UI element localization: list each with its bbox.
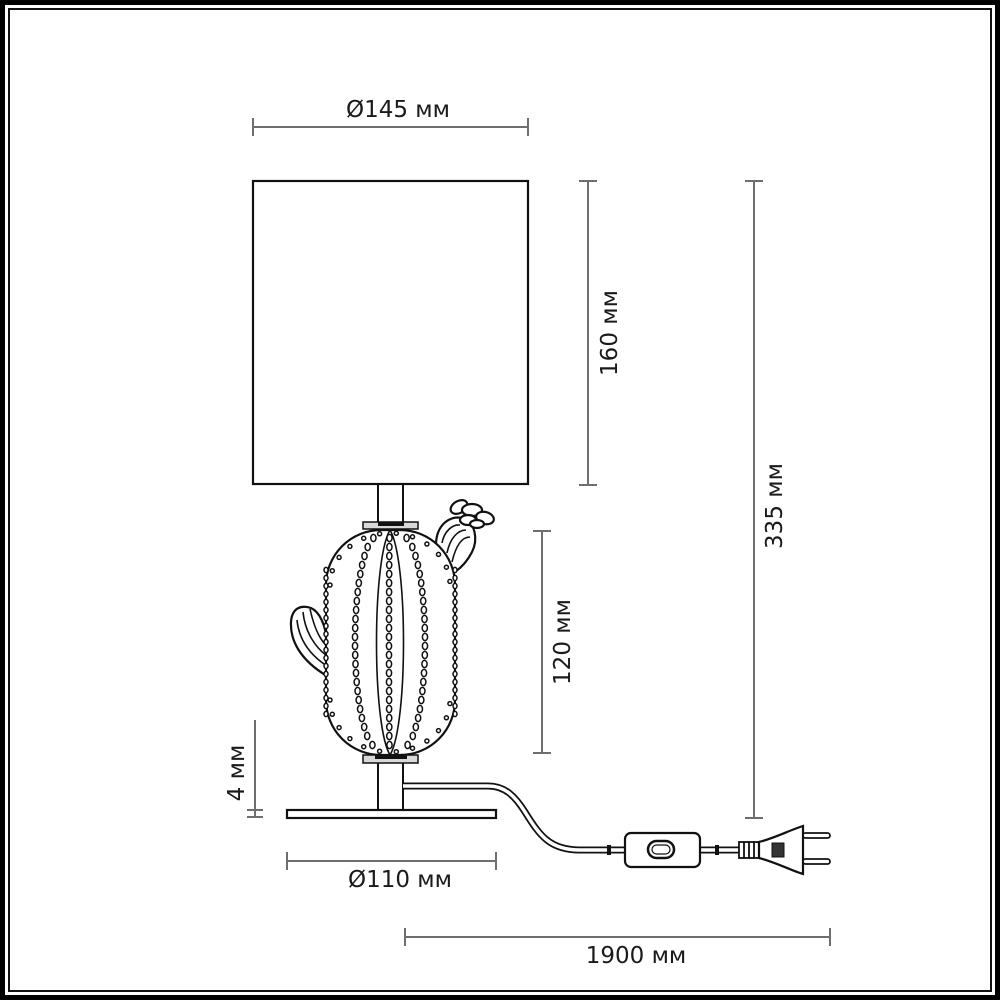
dimension-shade-diameter: Ø145 мм: [252, 97, 529, 136]
shade-height-label: 160 мм: [597, 290, 623, 376]
dimension-body-height: 120 мм: [533, 530, 576, 754]
inner-frame: [8, 8, 992, 992]
base-diameter-label: Ø110 мм: [348, 867, 452, 893]
upper-stem: [362, 484, 419, 530]
dimension-base-diameter: Ø110 мм: [286, 852, 497, 893]
body-height-label: 120 мм: [550, 599, 576, 685]
power-cord: [403, 782, 740, 855]
inline-switch: [623, 831, 702, 869]
total-height-label: 335 мм: [762, 463, 788, 549]
dimension-cord-length: 1900 мм: [404, 928, 831, 969]
shade-diameter-label: Ø145 мм: [346, 97, 450, 123]
cactus-flower: [449, 499, 495, 530]
dimension-total-height: 335 мм: [745, 180, 788, 819]
base-thickness-label: 4 мм: [224, 745, 250, 802]
cord-length-label: 1900 мм: [586, 943, 687, 969]
dimension-base-thickness: 4 мм: [224, 720, 263, 818]
lamp-shade: [251, 179, 530, 486]
cactus-arm-left: [289, 605, 329, 678]
dimension-shade-height: 160 мм: [579, 180, 623, 486]
euro-plug: [738, 824, 831, 876]
base-plate: [285, 808, 498, 820]
cactus-bead-chains: [323, 530, 458, 755]
